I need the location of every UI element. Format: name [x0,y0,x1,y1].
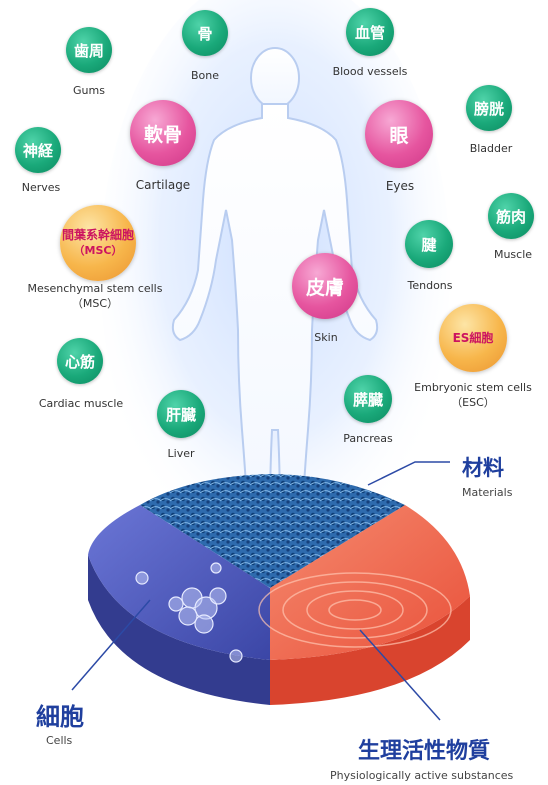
skin-bubble: 皮膚 [292,253,358,319]
pancreas-jp: 膵臓 [353,389,383,410]
substances-en: Physiologically active substances [330,769,513,782]
eyes-label: Eyes [386,179,414,193]
tendons-bubble: 腱 [405,220,453,268]
msc-text: 間葉系幹細胞 （MSC） [62,228,134,258]
cartilage-bubble: 軟骨 [130,100,196,166]
muscle-jp: 筋肉 [496,206,526,227]
cardiac-muscle-bubble: 心筋 [57,338,103,384]
bladder-jp: 膀胱 [474,98,504,119]
liver-bubble: 肝臓 [157,390,205,438]
cartilage-label: Cartilage [136,178,190,192]
msc-jp: 間葉系幹細胞 [62,228,134,243]
esc-jp: ES細胞 [453,331,494,346]
bladder-bubble: 膀胱 [466,85,512,131]
nerves-bubble: 神経 [15,127,61,173]
pancreas-label: Pancreas [343,432,392,446]
msc-label-line1: Mesenchymal stem cells [28,282,163,296]
gums-label: Gums [73,84,105,98]
liver-jp: 肝臓 [166,404,196,425]
tendons-label: Tendons [407,279,452,293]
materials-en: Materials [462,486,512,499]
nerves-jp: 神経 [23,140,53,161]
blood-vessels-label: Blood vessels [333,65,408,79]
cardiac-muscle-label: Cardiac muscle [39,397,123,411]
eyes-bubble: 眼 [365,100,433,168]
eyes-jp: 眼 [389,121,408,148]
liver-label: Liver [168,447,195,461]
esc-bubble: ES細胞 [439,304,507,372]
blood-vessels-jp: 血管 [355,22,385,43]
nerves-label: Nerves [22,181,61,195]
cells-en: Cells [46,734,72,747]
bladder-label: Bladder [470,142,513,156]
cardiac-muscle-jp: 心筋 [65,351,95,372]
msc-abbr: （MSC） [62,243,134,258]
cells-jp: 細胞 [36,697,84,732]
muscle-bubble: 筋肉 [488,193,534,239]
materials-jp: 材料 [462,452,504,482]
skin-jp: 皮膚 [306,273,344,300]
esc-label-line2: （ESC） [451,396,495,410]
msc-label-line2: （MSC） [72,297,118,311]
cartilage-jp: 軟骨 [144,120,182,147]
substances-jp: 生理活性物質 [358,733,490,765]
blood-vessels-bubble: 血管 [346,8,394,56]
tendons-jp: 腱 [421,234,436,255]
pancreas-bubble: 膵臓 [344,375,392,423]
gums-jp: 歯周 [74,40,104,61]
bone-label: Bone [191,69,219,83]
esc-label-line1: Embryonic stem cells [414,381,532,395]
msc-bubble: 間葉系幹細胞 （MSC） [60,205,136,281]
bone-jp: 骨 [197,23,212,44]
bone-bubble: 骨 [182,10,228,56]
skin-label: Skin [314,331,337,345]
muscle-label: Muscle [494,248,532,262]
gums-bubble: 歯周 [66,27,112,73]
